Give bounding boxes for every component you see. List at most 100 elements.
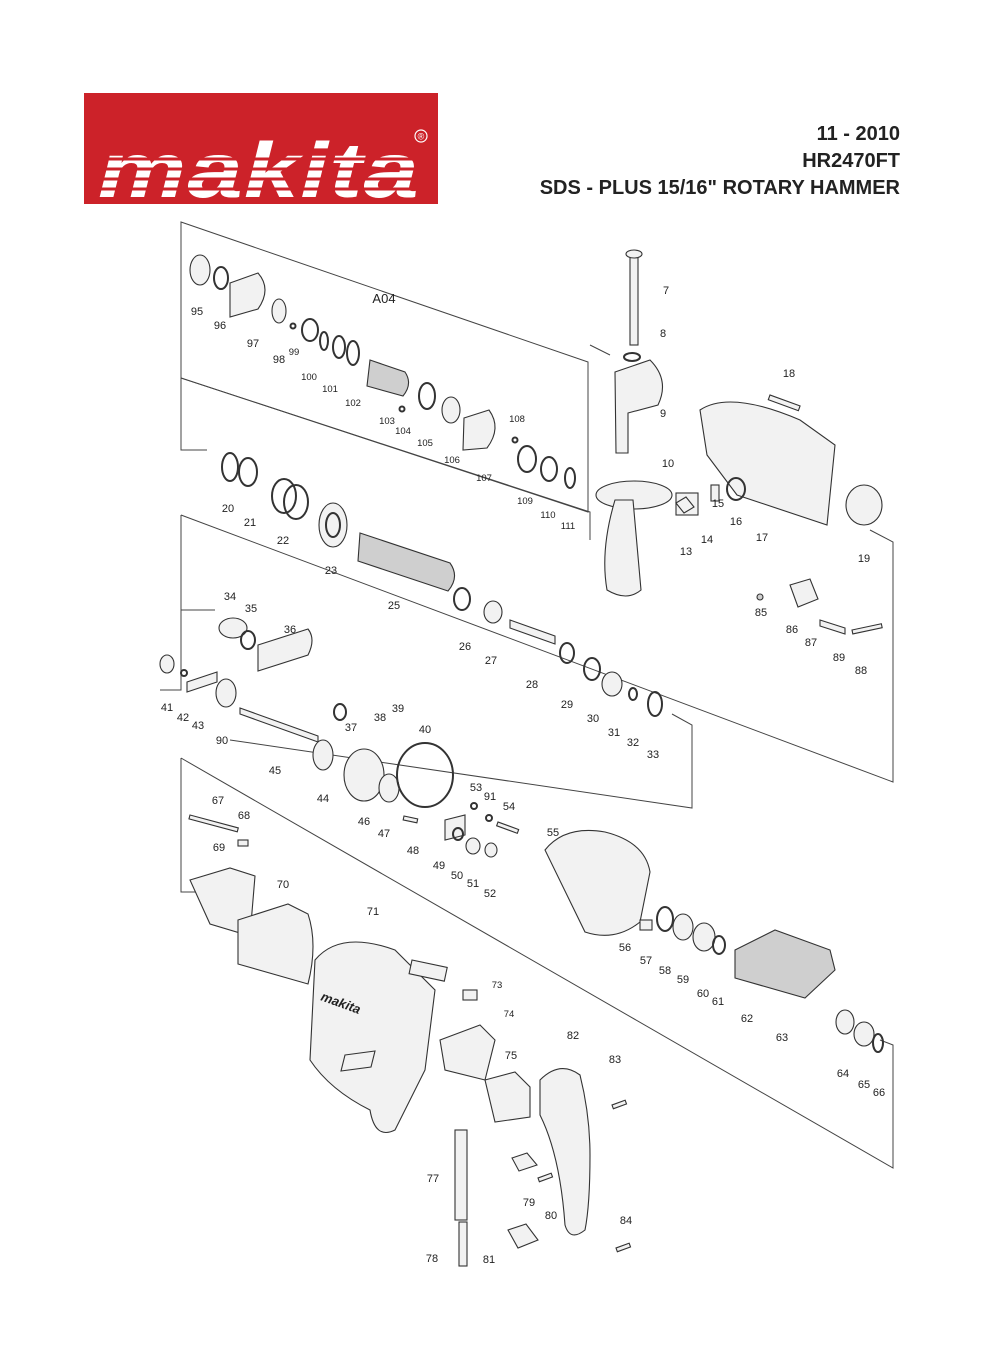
part-label-42: 42 xyxy=(177,712,189,724)
part-number-labels: 7891013141516171819202122232526272829303… xyxy=(161,285,885,1266)
a04-parts xyxy=(189,254,576,489)
product-description: SDS - PLUS 15/16" ROTARY HAMMER xyxy=(539,177,900,199)
part-label-70: 70 xyxy=(277,879,289,891)
part-label-79: 79 xyxy=(523,1197,535,1209)
part-label-61: 61 xyxy=(712,996,724,1008)
part-label-22: 22 xyxy=(277,535,289,547)
part-label-95: 95 xyxy=(191,306,203,318)
part-label-25: 25 xyxy=(388,600,400,612)
part-label-14: 14 xyxy=(701,534,713,546)
part-label-73: 73 xyxy=(492,980,503,991)
part-label-44: 44 xyxy=(317,793,329,805)
part-label-35: 35 xyxy=(245,603,257,615)
part-label-10: 10 xyxy=(662,458,674,470)
part-label-68: 68 xyxy=(238,810,250,822)
housing-parts xyxy=(595,249,883,597)
part-label-15: 15 xyxy=(712,498,724,510)
part-label-31: 31 xyxy=(608,727,620,739)
part-label-67: 67 xyxy=(212,795,224,807)
part-label-96: 96 xyxy=(214,320,226,332)
part-label-55: 55 xyxy=(547,827,559,839)
part-label-7: 7 xyxy=(663,285,669,297)
group-frame-3-right xyxy=(180,514,894,783)
part-label-52: 52 xyxy=(484,888,496,900)
part-label-45: 45 xyxy=(269,765,281,777)
part-label-16: 16 xyxy=(730,516,742,528)
group-frame-4-left xyxy=(160,605,182,691)
part-label-75: 75 xyxy=(505,1050,517,1062)
motor-parts: makita xyxy=(188,814,884,1267)
part-label-51: 51 xyxy=(467,878,479,890)
part-label-18: 18 xyxy=(783,368,795,380)
part-label-87: 87 xyxy=(805,637,817,649)
part-label-69: 69 xyxy=(213,842,225,854)
part-label-65: 65 xyxy=(858,1079,870,1091)
group-frame-3 xyxy=(180,515,215,611)
part-label-63: 63 xyxy=(776,1032,788,1044)
part-label-48: 48 xyxy=(407,845,419,857)
part-label-81: 81 xyxy=(483,1254,495,1266)
part-label-38: 38 xyxy=(374,712,386,724)
part-label-62: 62 xyxy=(741,1013,753,1025)
part-label-105: 105 xyxy=(417,438,433,449)
part-label-54: 54 xyxy=(503,801,515,813)
part-label-89: 89 xyxy=(833,652,845,664)
part-label-59: 59 xyxy=(677,974,689,986)
group-label-a04: A04 xyxy=(372,291,395,306)
part-label-33: 33 xyxy=(647,749,659,761)
part-label-57: 57 xyxy=(640,955,652,967)
part-label-110: 110 xyxy=(540,510,555,521)
registered-mark: ® xyxy=(418,132,425,142)
part-label-108: 108 xyxy=(509,414,525,425)
part-label-27: 27 xyxy=(485,655,497,667)
part-label-26: 26 xyxy=(459,641,471,653)
group-frame-2 xyxy=(180,378,207,451)
part-label-41: 41 xyxy=(161,702,173,714)
part-label-66: 66 xyxy=(873,1087,885,1099)
part-label-103: 103 xyxy=(379,416,395,427)
part-label-91: 91 xyxy=(484,791,496,803)
part-label-20: 20 xyxy=(222,503,234,515)
part-label-97: 97 xyxy=(247,338,259,350)
part-label-82: 82 xyxy=(567,1030,579,1042)
part-label-40: 40 xyxy=(419,724,431,736)
crank-parts xyxy=(159,587,663,808)
part-label-80: 80 xyxy=(545,1210,557,1222)
document-date: 11 - 2010 xyxy=(816,123,900,145)
part-label-104: 104 xyxy=(395,426,411,437)
group-frames xyxy=(160,221,894,1169)
part-label-37: 37 xyxy=(345,722,357,734)
part-label-60: 60 xyxy=(697,988,709,1000)
logo-wordmark: makita xyxy=(98,126,420,204)
part-label-39: 39 xyxy=(392,703,404,715)
part-label-19: 19 xyxy=(858,553,870,565)
part-label-88: 88 xyxy=(855,665,867,677)
part-label-77: 77 xyxy=(427,1173,439,1185)
part-label-30: 30 xyxy=(587,713,599,725)
part-label-98: 98 xyxy=(273,354,285,366)
part-label-101: 101 xyxy=(322,384,338,395)
part-label-106: 106 xyxy=(444,455,460,466)
group-frame-2-right xyxy=(180,377,591,540)
part-label-23: 23 xyxy=(325,565,337,577)
part-label-13: 13 xyxy=(680,546,692,558)
part-label-36: 36 xyxy=(284,624,296,636)
part-label-107: 107 xyxy=(476,473,492,484)
part-label-83: 83 xyxy=(609,1054,621,1066)
part-label-49: 49 xyxy=(433,860,445,872)
part-label-46: 46 xyxy=(358,816,370,828)
part-label-50: 50 xyxy=(451,870,463,882)
part-label-17: 17 xyxy=(756,532,768,544)
group-frame-a04 xyxy=(180,221,589,513)
part-label-34: 34 xyxy=(224,591,236,603)
group-frame-4 xyxy=(229,713,693,809)
part-label-102: 102 xyxy=(345,398,361,409)
leader-7 xyxy=(589,344,611,356)
spindle-parts xyxy=(221,452,456,592)
group-frame-5 xyxy=(180,758,200,893)
part-label-90: 90 xyxy=(216,735,228,747)
part-label-8: 8 xyxy=(660,328,666,340)
part-label-64: 64 xyxy=(837,1068,849,1080)
part-label-99: 99 xyxy=(289,347,300,358)
